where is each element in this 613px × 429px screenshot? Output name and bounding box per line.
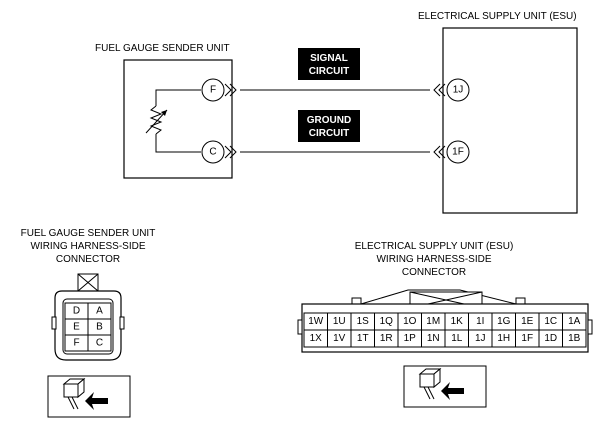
svg-text:1F: 1F [521, 333, 533, 344]
variable-resistor-icon [145, 89, 201, 153]
esu-connector-cells: 1W 1U 1S 1Q 1O 1M 1K 1I 1G 1E 1C 1A 1X 1… [308, 316, 580, 344]
sender-connector-chevron-icon [224, 83, 237, 159]
svg-text:1Q: 1Q [380, 316, 394, 327]
esu-box [442, 27, 578, 214]
esu-connector-face [297, 289, 593, 353]
esu-title: ELECTRICAL SUPPLY UNIT (ESU) [418, 11, 577, 22]
svg-text:1T: 1T [357, 333, 369, 344]
sender-connector-cells: D A E B F C [73, 306, 103, 349]
svg-text:C: C [96, 338, 103, 349]
svg-text:CONNECTOR: CONNECTOR [56, 254, 120, 265]
sender-pin-f: F [201, 78, 225, 102]
svg-text:B: B [96, 322, 103, 333]
svg-text:C: C [209, 147, 216, 158]
esu-pin-1j: 1J [446, 78, 470, 102]
svg-text:CIRCUIT: CIRCUIT [309, 66, 350, 77]
svg-text:1E: 1E [521, 316, 534, 327]
sender-pin-c: C [201, 140, 225, 164]
connector-view-icon [403, 365, 487, 408]
esu-pin-1f: 1F [446, 140, 470, 164]
ground-circuit-badge: GROUND CIRCUIT [298, 110, 360, 142]
svg-text:1W: 1W [308, 316, 324, 327]
svg-text:1A: 1A [568, 316, 581, 327]
signal-circuit-badge: SIGNAL CIRCUIT [298, 48, 360, 80]
svg-text:FUEL GAUGE SENDER UNIT: FUEL GAUGE SENDER UNIT [21, 228, 156, 239]
svg-text:1I: 1I [476, 316, 484, 327]
sender-title: FUEL GAUGE SENDER UNIT [95, 43, 230, 54]
svg-text:SIGNAL: SIGNAL [310, 53, 348, 64]
svg-text:F: F [210, 85, 216, 96]
svg-text:WIRING HARNESS-SIDE: WIRING HARNESS-SIDE [30, 241, 145, 252]
svg-text:1G: 1G [497, 316, 511, 327]
svg-text:1M: 1M [426, 316, 440, 327]
svg-text:1V: 1V [333, 333, 346, 344]
sender-connector-title: FUEL GAUGE SENDER UNIT WIRING HARNESS-SI… [21, 228, 156, 265]
svg-text:F: F [73, 338, 79, 349]
svg-text:1N: 1N [427, 333, 440, 344]
svg-text:1D: 1D [544, 333, 557, 344]
svg-text:CONNECTOR: CONNECTOR [402, 267, 466, 278]
svg-text:D: D [73, 306, 80, 317]
svg-text:1B: 1B [568, 333, 581, 344]
svg-text:A: A [96, 306, 103, 317]
svg-text:1O: 1O [403, 316, 417, 327]
esu-connector-title: ELECTRICAL SUPPLY UNIT (ESU) WIRING HARN… [355, 241, 514, 278]
svg-text:1S: 1S [357, 316, 370, 327]
connector-view-icon [47, 375, 131, 418]
svg-text:WIRING HARNESS-SIDE: WIRING HARNESS-SIDE [376, 254, 491, 265]
esu-connector-chevron-icon [433, 83, 446, 159]
svg-text:1P: 1P [404, 333, 417, 344]
svg-text:1R: 1R [380, 333, 393, 344]
sender-connector-face [51, 273, 125, 361]
svg-text:1H: 1H [497, 333, 510, 344]
svg-text:GROUND: GROUND [307, 115, 351, 126]
svg-text:CIRCUIT: CIRCUIT [309, 128, 350, 139]
svg-text:1C: 1C [544, 316, 557, 327]
svg-text:1L: 1L [451, 333, 463, 344]
svg-text:1K: 1K [451, 316, 464, 327]
svg-text:1U: 1U [333, 316, 346, 327]
svg-text:E: E [73, 322, 80, 333]
svg-text:1J: 1J [453, 85, 464, 96]
svg-text:1J: 1J [475, 333, 486, 344]
svg-text:ELECTRICAL SUPPLY UNIT (ESU): ELECTRICAL SUPPLY UNIT (ESU) [355, 241, 514, 252]
svg-text:1F: 1F [452, 147, 464, 158]
svg-text:1X: 1X [310, 333, 323, 344]
